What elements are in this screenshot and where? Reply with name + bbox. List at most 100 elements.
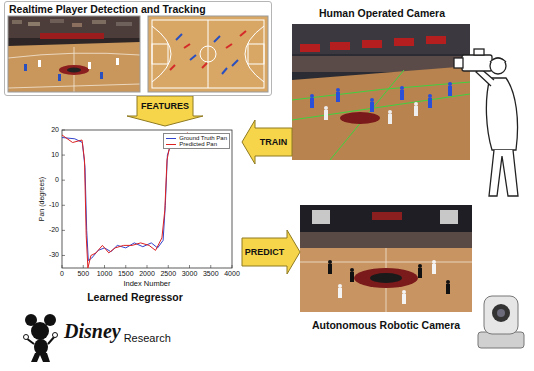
axis-tick: 2500 (160, 270, 176, 278)
camera-operator-part (486, 78, 517, 150)
legend-text: Predicted Pan (179, 141, 217, 147)
human-camera-view-part (426, 36, 446, 44)
axis-tick: -30 (49, 251, 59, 259)
human-camera-view-part (324, 102, 418, 124)
court-map-part (176, 34, 182, 40)
axis-tick: 1000 (97, 270, 113, 278)
axis-tick: 20 (51, 126, 59, 134)
ptz-camera-part (484, 296, 518, 334)
block-arrow (242, 120, 292, 164)
human-camera-view-part-part (370, 102, 374, 112)
legend-row: Predicted Pan (166, 141, 227, 147)
human-camera-view-part-part (310, 94, 314, 98)
human-camera-view-part-part (388, 110, 392, 114)
legend-line (166, 138, 176, 139)
court-map-part (245, 26, 264, 82)
robotic-camera-view-part (300, 205, 472, 312)
court-map (148, 16, 268, 92)
camera-operator-part (462, 55, 492, 71)
robotic-camera-view-part-part (446, 284, 450, 294)
ptz-camera-part (497, 309, 505, 317)
court-map-part (200, 46, 216, 62)
human-camera-view-part (330, 42, 350, 50)
human-camera-view-part-part (414, 102, 418, 106)
predicted-curve (62, 133, 187, 269)
node-title: Human Operated Camera (319, 7, 445, 19)
broadcast-frame (8, 16, 140, 92)
human-camera-view-part-part (370, 98, 374, 102)
human-camera-view-part (340, 112, 380, 124)
arrow-label: PREDICT (245, 247, 285, 257)
camera-operator-part (489, 150, 518, 196)
robotic-camera-view-part-part (432, 264, 436, 274)
tick-mark (62, 180, 65, 181)
human-camera-view (292, 24, 470, 160)
tick-mark (168, 265, 169, 268)
robotic-camera-view-part (312, 210, 330, 224)
broadcast-frame-part (12, 20, 22, 24)
axis-tick: 2000 (139, 270, 155, 278)
broadcast-frame-part (116, 22, 132, 26)
node-title: Autonomous Robotic Camera (312, 319, 460, 331)
block-arrow (242, 230, 300, 274)
camera-operator-part (490, 58, 506, 74)
broadcast-frame-part (40, 33, 104, 39)
ptz-camera (478, 296, 524, 348)
camera-operator (454, 49, 518, 196)
human-camera-view-part (292, 66, 470, 160)
robotic-camera-view-part-part (418, 264, 422, 268)
input-panel: Realtime Player Detection and Tracking (4, 1, 272, 96)
human-camera-view-part-part (336, 92, 340, 102)
court-map-part (184, 44, 190, 48)
legend-text: Ground Truth Pan (179, 135, 227, 141)
broadcast-frame-part (8, 16, 140, 92)
camera-panel: Autonomous Robotic Camera (300, 205, 472, 337)
robotic-camera-view (300, 205, 472, 312)
camera-panel: Human Operated Camera (292, 6, 472, 160)
human-camera-view-part-part (336, 88, 340, 92)
human-camera-view-part (300, 44, 320, 52)
robotic-camera-view-part (300, 248, 472, 312)
legend-box: Ground Truth PanPredicted Pan (163, 133, 230, 149)
legend-row: Ground Truth Pan (166, 135, 227, 141)
human-camera-view-part-part (324, 106, 328, 110)
human-camera-view-part-part (448, 86, 452, 96)
tick-mark (62, 155, 65, 156)
court-map-part (170, 65, 175, 70)
broadcast-frame-part (28, 22, 40, 26)
human-camera-view-part-part (388, 114, 392, 124)
robotic-camera-view-part-part (402, 294, 406, 304)
mickey-logo-part (31, 353, 50, 362)
broadcast-frame-part (8, 16, 140, 38)
arrow-label: TRAIN (260, 137, 288, 147)
court-map-part (190, 55, 196, 60)
tick-mark (83, 265, 84, 268)
court-map-part (226, 44, 232, 48)
axis-tick: 0 (55, 176, 59, 184)
node-title: Learned Regressor (87, 291, 183, 303)
camera-operator-part (474, 49, 484, 55)
court-map-part (148, 16, 268, 92)
arrow-label: FEATURES (141, 101, 189, 111)
axis-title: Pan (degrees) (38, 177, 46, 221)
broadcast-frame-part (92, 20, 106, 24)
robotic-camera-view-part (300, 232, 472, 248)
broadcast-frame-part (100, 72, 103, 79)
robotic-camera-view-part (338, 260, 436, 304)
axis-tick: -20 (49, 226, 59, 234)
mickey-logo-part (34, 339, 48, 355)
robotic-camera-view-part-part (350, 268, 354, 272)
human-camera-view-part (362, 40, 382, 48)
robotic-camera-view-part-part (328, 264, 332, 274)
tick-mark (189, 265, 190, 268)
robotic-camera-view-part-part (338, 284, 342, 288)
court-map-part (152, 20, 264, 88)
block-arrow (127, 96, 203, 126)
human-camera-view-part (394, 38, 414, 46)
broadcast-frame-part (67, 68, 81, 73)
mickey-logo-part (53, 333, 58, 338)
logo-word: Disney (64, 320, 121, 343)
court-map-part (152, 26, 171, 82)
